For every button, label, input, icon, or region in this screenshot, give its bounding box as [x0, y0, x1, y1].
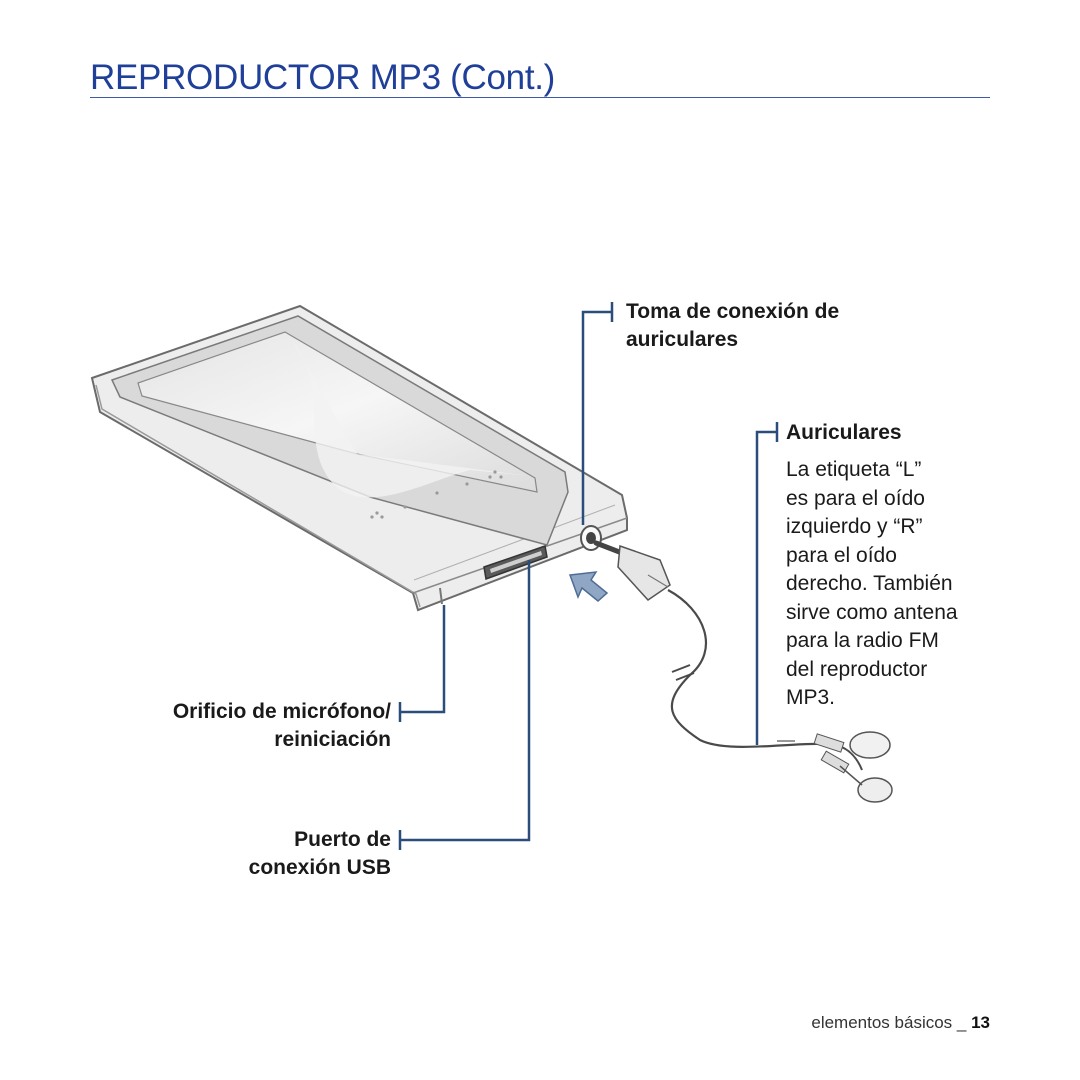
earphones-label: Auriculares: [786, 421, 902, 444]
callout-lines: [398, 302, 779, 850]
device-body: [90, 304, 628, 612]
mic-reset-label: Orificio de micrófono/ reiniciación: [173, 698, 391, 754]
mic-reset-label-line-1: Orificio de micrófono/: [172, 700, 391, 723]
mic-reset-label-line-2: reiniciación: [274, 728, 391, 751]
page-footer: elementos básicos _ 13: [811, 1013, 990, 1033]
earphones-illustration: [593, 540, 893, 803]
headphone-jack-label-line-1: Toma de conexión de: [626, 300, 840, 323]
usb-port-label-line-1: Puerto de: [294, 828, 391, 851]
earphones-desc-line: izquierdo y “R”: [786, 515, 923, 538]
insert-arrow-icon: [568, 571, 609, 602]
page-number: 13: [971, 1013, 990, 1032]
earphones-desc-line: para la radio FM: [786, 629, 939, 652]
page-title: REPRODUCTOR MP3 (Cont.): [90, 58, 556, 97]
earphones-description: La etiqueta “L” es para el oído izquierd…: [786, 456, 958, 713]
headphone-jack-label-line-2: auriculares: [626, 328, 739, 351]
earphones-desc-line: del reproductor: [786, 657, 928, 681]
title-divider: [90, 97, 990, 98]
footer-section: elementos básicos _: [811, 1013, 972, 1032]
earphones-desc-line: es para el oído: [786, 486, 925, 510]
usb-port-label: Puerto de conexión USB: [249, 826, 391, 882]
usb-port-label-line-2: conexión USB: [248, 856, 391, 879]
earphones-desc-line: La etiqueta “L”: [786, 458, 922, 481]
earphones-desc-line: para el oído: [786, 543, 897, 567]
earphones-desc-line: derecho. También: [786, 572, 953, 595]
earphones-desc-line: MP3.: [786, 686, 836, 709]
headphone-jack-label: Toma de conexión de auriculares: [626, 298, 839, 354]
earphones-desc-line: sirve como antena: [786, 600, 958, 624]
